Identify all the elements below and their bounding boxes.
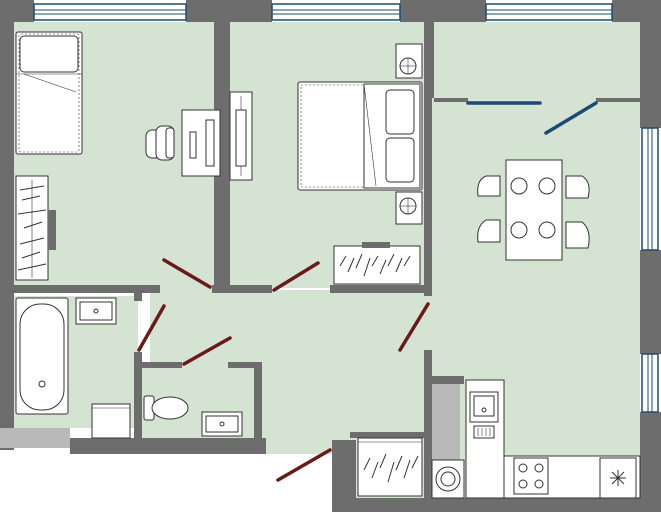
wall <box>424 376 464 384</box>
wardrobe-icon <box>333 242 421 285</box>
desk-icon <box>181 109 221 177</box>
wall <box>186 0 272 22</box>
wardrobe-icon <box>357 437 423 497</box>
wall <box>254 362 262 452</box>
sink-icon <box>201 411 243 437</box>
door-kitchen <box>398 302 430 352</box>
window-bedroom-2 <box>271 3 401 21</box>
window-kitchen-right-1 <box>641 127 659 251</box>
stove-icon <box>513 457 549 495</box>
office-chair-icon <box>145 125 175 161</box>
wall <box>596 98 640 102</box>
wall <box>350 432 432 438</box>
wall <box>330 285 430 293</box>
door-bedroom-2 <box>272 261 320 292</box>
wall <box>228 362 260 368</box>
window-bedroom-1 <box>33 3 187 21</box>
wall <box>332 498 661 512</box>
wall <box>424 22 434 98</box>
entry-step <box>0 428 70 448</box>
wall <box>640 250 661 354</box>
wall <box>332 440 356 512</box>
nightstand-icon <box>395 191 423 225</box>
kitchen-sink-icon <box>469 391 499 439</box>
wall <box>142 362 182 368</box>
door-balcony-swing <box>544 101 598 135</box>
chair-icon <box>565 175 590 199</box>
wall <box>0 0 14 428</box>
chair-icon <box>477 175 501 197</box>
windows <box>33 3 659 413</box>
wall <box>70 438 266 454</box>
wall <box>134 352 142 452</box>
toilet-icon <box>143 395 189 421</box>
dining-table-icon <box>505 159 563 261</box>
door-toilet <box>182 336 232 366</box>
bathtub-icon <box>15 297 69 415</box>
wall <box>434 98 468 102</box>
window-kitchen-right-2 <box>641 353 659 413</box>
ventilation-shaft <box>431 384 465 499</box>
single-bed-icon <box>15 31 83 155</box>
wardrobe-icon <box>229 91 253 181</box>
washing-machine-icon <box>91 403 131 439</box>
window-kitchen-top <box>485 3 613 21</box>
double-bed-icon <box>297 81 423 191</box>
door-bedroom-1 <box>162 258 212 289</box>
wall <box>424 98 432 296</box>
refrigerator-icon <box>599 457 637 499</box>
wall <box>134 293 142 301</box>
wall <box>640 0 661 128</box>
door-bathroom <box>137 304 166 352</box>
door-entrance <box>276 448 332 482</box>
exterior-area <box>0 454 332 512</box>
chair-icon <box>477 219 501 243</box>
wall <box>400 0 486 22</box>
wall <box>424 350 432 510</box>
sink-icon <box>75 297 117 325</box>
wall <box>214 22 230 290</box>
chair-icon <box>565 221 590 249</box>
wall <box>212 285 272 293</box>
wall <box>640 412 661 512</box>
nightstand-icon <box>395 43 423 79</box>
wall <box>0 285 160 293</box>
doors <box>137 101 598 482</box>
wardrobe-icon <box>15 175 56 281</box>
